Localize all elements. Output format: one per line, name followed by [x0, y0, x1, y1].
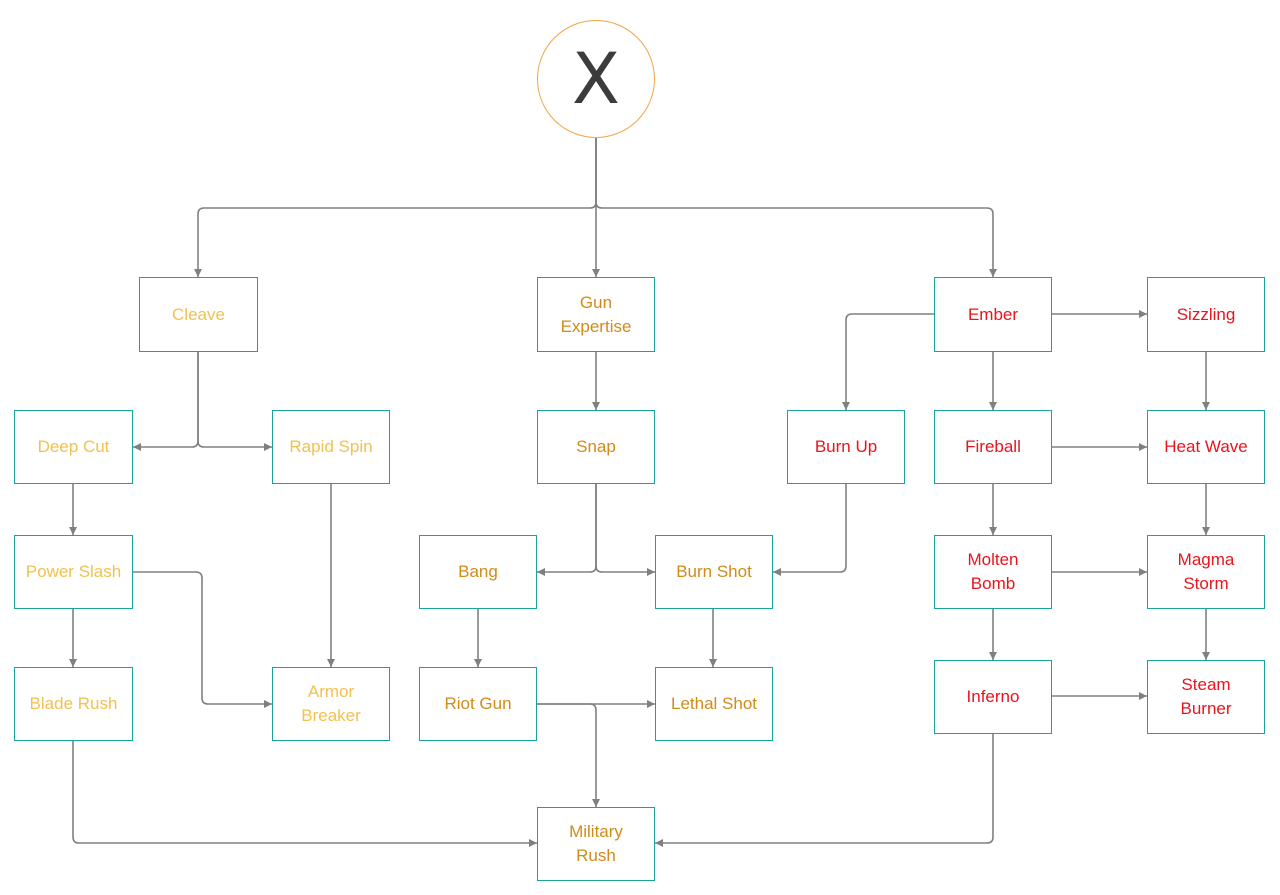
node-label: Ember [967, 304, 1019, 324]
node-label: Heat Wave [1164, 437, 1248, 456]
root-node[interactable]: X [537, 20, 655, 138]
edge-power-slash-armor-breaker [133, 571, 272, 708]
node-power-slash[interactable]: Power Slash [14, 535, 133, 609]
edge-inferno-military-rush [655, 733, 994, 847]
node-label: Magma Storm [1177, 550, 1235, 593]
node-label: Power Slash [25, 562, 122, 581]
node-label: Bang [458, 562, 498, 581]
node-ember[interactable]: Ember [934, 277, 1052, 352]
node-steam-burner[interactable]: Steam Burner [1147, 660, 1265, 734]
edge-root-cleave [194, 138, 597, 277]
node-sizzling[interactable]: Sizzling [1147, 277, 1265, 352]
edge-burn-up-burn-shot [773, 483, 847, 576]
node-label: Deep Cut [37, 437, 110, 456]
node-snap[interactable]: Snap [537, 410, 655, 484]
node-deep-cut[interactable]: Deep Cut [14, 410, 133, 484]
node-burn-up[interactable]: Burn Up [787, 410, 905, 484]
node-armor-breaker[interactable]: Armor Breaker [272, 667, 390, 741]
node-military-rush[interactable]: Military Rush [537, 807, 655, 881]
edge-cleave-deep-cut [133, 351, 199, 451]
edge-blade-rush-military-rush [72, 741, 537, 847]
root-label: X [572, 38, 620, 120]
node-cleave[interactable]: Cleave [139, 277, 258, 352]
node-riot-gun[interactable]: Riot Gun [419, 667, 537, 741]
node-label: Snap [576, 437, 616, 456]
edge-snap-burn-shot [595, 483, 655, 576]
node-label: Rapid Spin [289, 437, 373, 456]
node-label: Lethal Shot [670, 694, 757, 713]
node-bang[interactable]: Bang [419, 535, 537, 609]
node-label: Cleave [172, 304, 225, 324]
node-label: Fireball [965, 437, 1021, 456]
node-gun-expertise[interactable]: Gun Expertise [537, 277, 655, 352]
node-lethal-shot[interactable]: Lethal Shot [655, 667, 773, 741]
node-label: Military Rush [569, 822, 623, 865]
node-label: Molten Bomb [967, 550, 1019, 593]
node-label: Riot Gun [444, 694, 512, 713]
node-label: Burn Up [814, 437, 878, 456]
edge-ember-burn-up [842, 313, 934, 410]
node-fireball[interactable]: Fireball [934, 410, 1052, 484]
edge-cleave-rapid-spin [197, 351, 272, 451]
node-label: Armor Breaker [301, 682, 361, 725]
node-label: Gun Expertise [560, 292, 632, 336]
node-label: Sizzling [1176, 304, 1236, 324]
edge-riot-gun-military-rush [537, 703, 600, 807]
node-label: Steam Burner [1180, 675, 1232, 718]
node-label: Burn Shot [676, 562, 752, 581]
node-magma-storm[interactable]: Magma Storm [1147, 535, 1265, 609]
node-burn-shot[interactable]: Burn Shot [655, 535, 773, 609]
node-heat-wave[interactable]: Heat Wave [1147, 410, 1265, 484]
edge-root-ember [595, 138, 997, 277]
node-blade-rush[interactable]: Blade Rush [14, 667, 133, 741]
node-rapid-spin[interactable]: Rapid Spin [272, 410, 390, 484]
edge-snap-bang [537, 483, 597, 576]
node-label: Inferno [966, 687, 1020, 706]
node-inferno[interactable]: Inferno [934, 660, 1052, 734]
node-label: Blade Rush [29, 694, 118, 713]
node-molten-bomb[interactable]: Molten Bomb [934, 535, 1052, 609]
